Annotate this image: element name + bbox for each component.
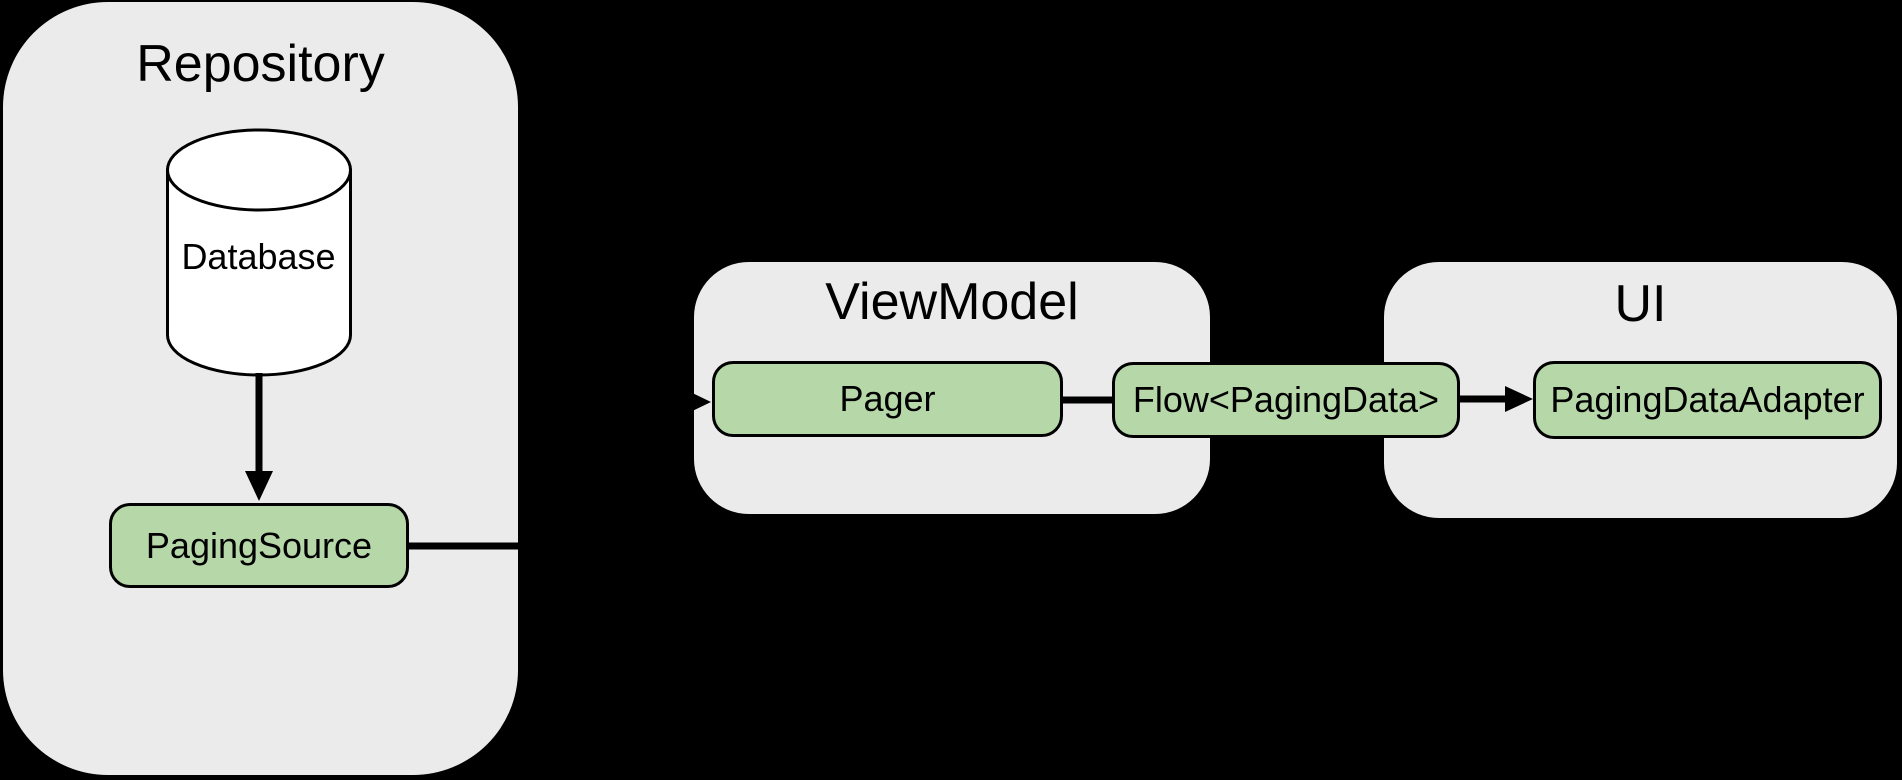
node-flow-pagingdata: Flow<PagingData> bbox=[1112, 362, 1460, 438]
node-paging-source: PagingSource bbox=[109, 503, 409, 588]
ui-title: UI bbox=[1614, 275, 1667, 333]
database-cylinder-icon bbox=[166, 128, 352, 377]
node-pager-label: Pager bbox=[839, 378, 936, 419]
node-pager: Pager bbox=[712, 361, 1063, 437]
arrow-database-to-pagingsource bbox=[245, 373, 273, 501]
node-paging-data-adapter-label: PagingDataAdapter bbox=[1550, 379, 1865, 420]
arrow-pagingsource-to-pager bbox=[409, 388, 711, 550]
arrow-flow-to-adapter bbox=[1457, 386, 1533, 412]
node-flow-pagingdata-label: Flow<PagingData> bbox=[1132, 379, 1440, 420]
node-paging-data-adapter: PagingDataAdapter bbox=[1533, 361, 1882, 439]
viewmodel-title: ViewModel bbox=[825, 273, 1079, 331]
database-label: Database bbox=[181, 236, 336, 277]
node-paging-source-label: PagingSource bbox=[145, 524, 373, 566]
repository-title: Repository bbox=[136, 35, 385, 93]
